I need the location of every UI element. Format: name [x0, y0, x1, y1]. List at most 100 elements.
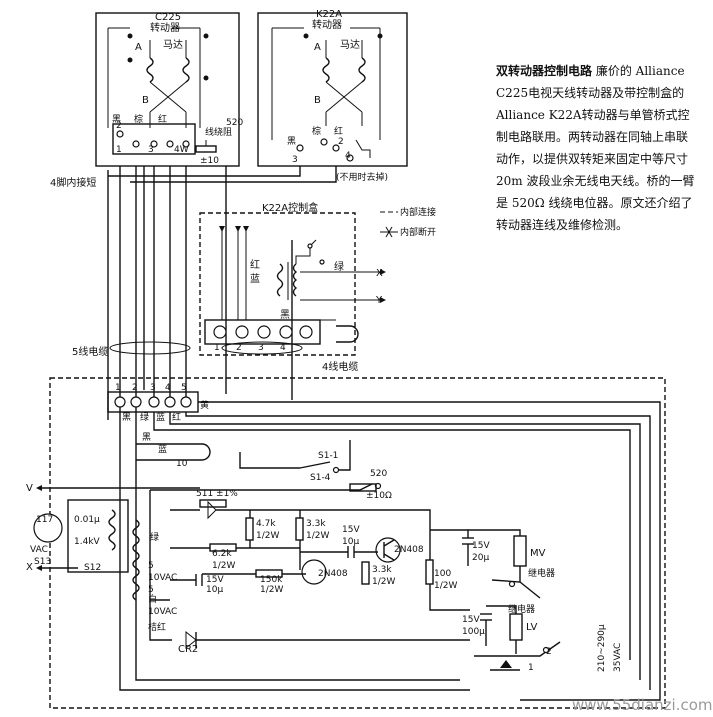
r-62k: 6.2k	[212, 549, 232, 559]
lamp-resistor-10: 10	[176, 459, 188, 469]
transistor-q2	[301, 559, 327, 585]
c-15v-3: 15V	[472, 541, 490, 551]
r-511-label: 511 ±1%	[196, 489, 238, 499]
c225-rotator: C225 转动器 马达 A B 2 1 3 4W 黑 棕 红 5	[95, 12, 243, 167]
pilot-lamp	[336, 325, 359, 343]
main-wire-blue: 蓝	[156, 411, 165, 423]
switch-s1: S1-1 S1-4 520 ±10Ω	[150, 440, 392, 501]
control-red-wire: 红	[250, 258, 260, 271]
meter-relay-section: 15V 20μ MV 继电器 继电器 15V 100μ LV 2 1	[430, 529, 561, 673]
meter-mv	[513, 535, 527, 567]
c225-winding-a: A	[135, 42, 142, 53]
main-pin-1: 1	[115, 383, 121, 393]
cap-14kv: 1.4kV	[74, 537, 101, 547]
watermark: www.55dianzi.com	[572, 696, 713, 714]
q-2n408-a: 2N408	[394, 545, 424, 555]
c-15v-2: 15V	[206, 575, 224, 585]
legend-internal-break: 内部断开	[400, 226, 436, 238]
c-10u-1: 10μ	[342, 537, 359, 547]
ac-vac: VAC	[30, 545, 48, 555]
k22a-pin-3: 3	[292, 155, 298, 165]
strip-pin-3: 3	[258, 343, 264, 353]
supply-vac: 35VAC	[613, 643, 623, 672]
k22a-pin-2: 2	[338, 137, 344, 147]
s1-1-label: S1-1	[318, 451, 338, 461]
sec-10vac-a: 10VAC	[148, 573, 177, 583]
k22a-wire-brown: 棕	[312, 125, 321, 137]
c225-pin-2: 2	[116, 121, 122, 131]
k22a-winding-coil-left	[322, 57, 330, 83]
meter-mv-label: MV	[530, 548, 546, 559]
k22a-subtitle: 转动器	[312, 18, 342, 31]
description-title: 双转动器控制电路	[496, 64, 593, 78]
r-150k: 150k	[260, 575, 283, 585]
r-33k-b-w: 1/2W	[372, 577, 395, 587]
k22a-rotator: K22A 转动器 马达 A B 黑 棕 红 3 2 4	[257, 9, 408, 167]
c225-pin4-short-note: 4脚内接短	[50, 176, 96, 189]
output-y: Y	[375, 295, 383, 306]
strip-pin-1: 1	[214, 343, 220, 353]
c-15v-4: 15V	[462, 615, 480, 625]
transistor-q1	[375, 537, 401, 563]
r-47k: 4.7k	[256, 519, 276, 529]
c225-pot-resistor	[195, 145, 217, 153]
r-47k-w: 1/2W	[256, 531, 279, 541]
ac-s13: S13	[34, 557, 51, 567]
c225-pin-3: 3	[148, 145, 154, 155]
main-wire-red: 红	[172, 411, 181, 423]
k22a-title: K22A	[316, 9, 342, 20]
cr2-label: CR2	[178, 644, 198, 655]
control-green-wire: 绿	[334, 260, 344, 273]
cap-001u: 0.01μ	[74, 515, 100, 525]
legend-internal-connect: 内部连接	[400, 206, 436, 218]
strip-pin-4: 4	[280, 343, 286, 353]
c225-winding-coil-left	[146, 57, 154, 83]
indicator-lamp-group: 黑 蓝 10	[136, 432, 211, 469]
description-panel: 双转动器控制电路 廉价的 Alliance C225电视天线转动器及带控制盒的 …	[496, 60, 696, 236]
r-100: 100	[434, 569, 451, 579]
c225-pin-4w: 4W	[174, 145, 189, 155]
k22a-winding-a: A	[314, 42, 321, 53]
k22a-pin-4: 4	[345, 151, 351, 161]
main-wire-green: 绿	[140, 411, 149, 423]
c225-winding-b: B	[142, 95, 149, 106]
k22a-remove-note: (不用时去掉)	[336, 171, 388, 183]
relay-pin-1: 1	[528, 663, 534, 673]
control-black-wire: 黑	[280, 309, 290, 321]
c-15v-1: 15V	[342, 525, 360, 535]
relay-label-2: 继电器	[508, 603, 535, 615]
sec-green: 绿	[150, 531, 159, 543]
control-transformer-primary	[276, 263, 284, 297]
control-box-title: K22A控制盒	[262, 201, 318, 214]
strip-pin-2: 2	[236, 343, 242, 353]
output-x: X	[376, 268, 383, 279]
c225-pot-tolerance: ±10	[200, 156, 219, 166]
cable-5-label: 5线电缆	[72, 345, 108, 358]
transformer-secondary: 绿 5 10VAC 5 白 10VAC 桔红	[132, 490, 177, 641]
main-wire-black: 黑	[122, 412, 131, 423]
main-chassis-outline	[49, 377, 666, 709]
relay-pin-2: 2	[546, 647, 552, 657]
cable-4-label: 4线电缆	[322, 360, 358, 373]
c-10u-2: 10μ	[206, 585, 223, 595]
ac-117: 117	[36, 515, 53, 525]
sec-white: 白	[148, 593, 157, 605]
main-pin-3: 3	[150, 383, 156, 393]
c225-motor-label: 马达	[163, 39, 183, 51]
c225-subtitle: 转动器	[150, 21, 180, 34]
cable-5-bundle-mark	[109, 341, 191, 355]
main-pot-value: 520	[370, 469, 387, 479]
supply-range: 210~290μ	[597, 624, 607, 672]
diode-cr2: CR2	[178, 630, 470, 655]
node-v: V	[26, 483, 33, 494]
c-20u: 20μ	[472, 553, 489, 563]
primary-circuit: V X 117 VAC S13 S12 0.01μ 1.4kV	[26, 483, 200, 573]
main-pin-4: 4	[165, 383, 171, 393]
sec-5-b: 5	[148, 585, 154, 595]
sec-5-a: 5	[148, 561, 154, 571]
cable-4-bundle-mark	[221, 341, 303, 355]
c225-terminal-block	[112, 123, 196, 155]
c225-title: C225	[155, 12, 181, 23]
c225-wirewound-label: 线绕阻	[205, 126, 232, 138]
